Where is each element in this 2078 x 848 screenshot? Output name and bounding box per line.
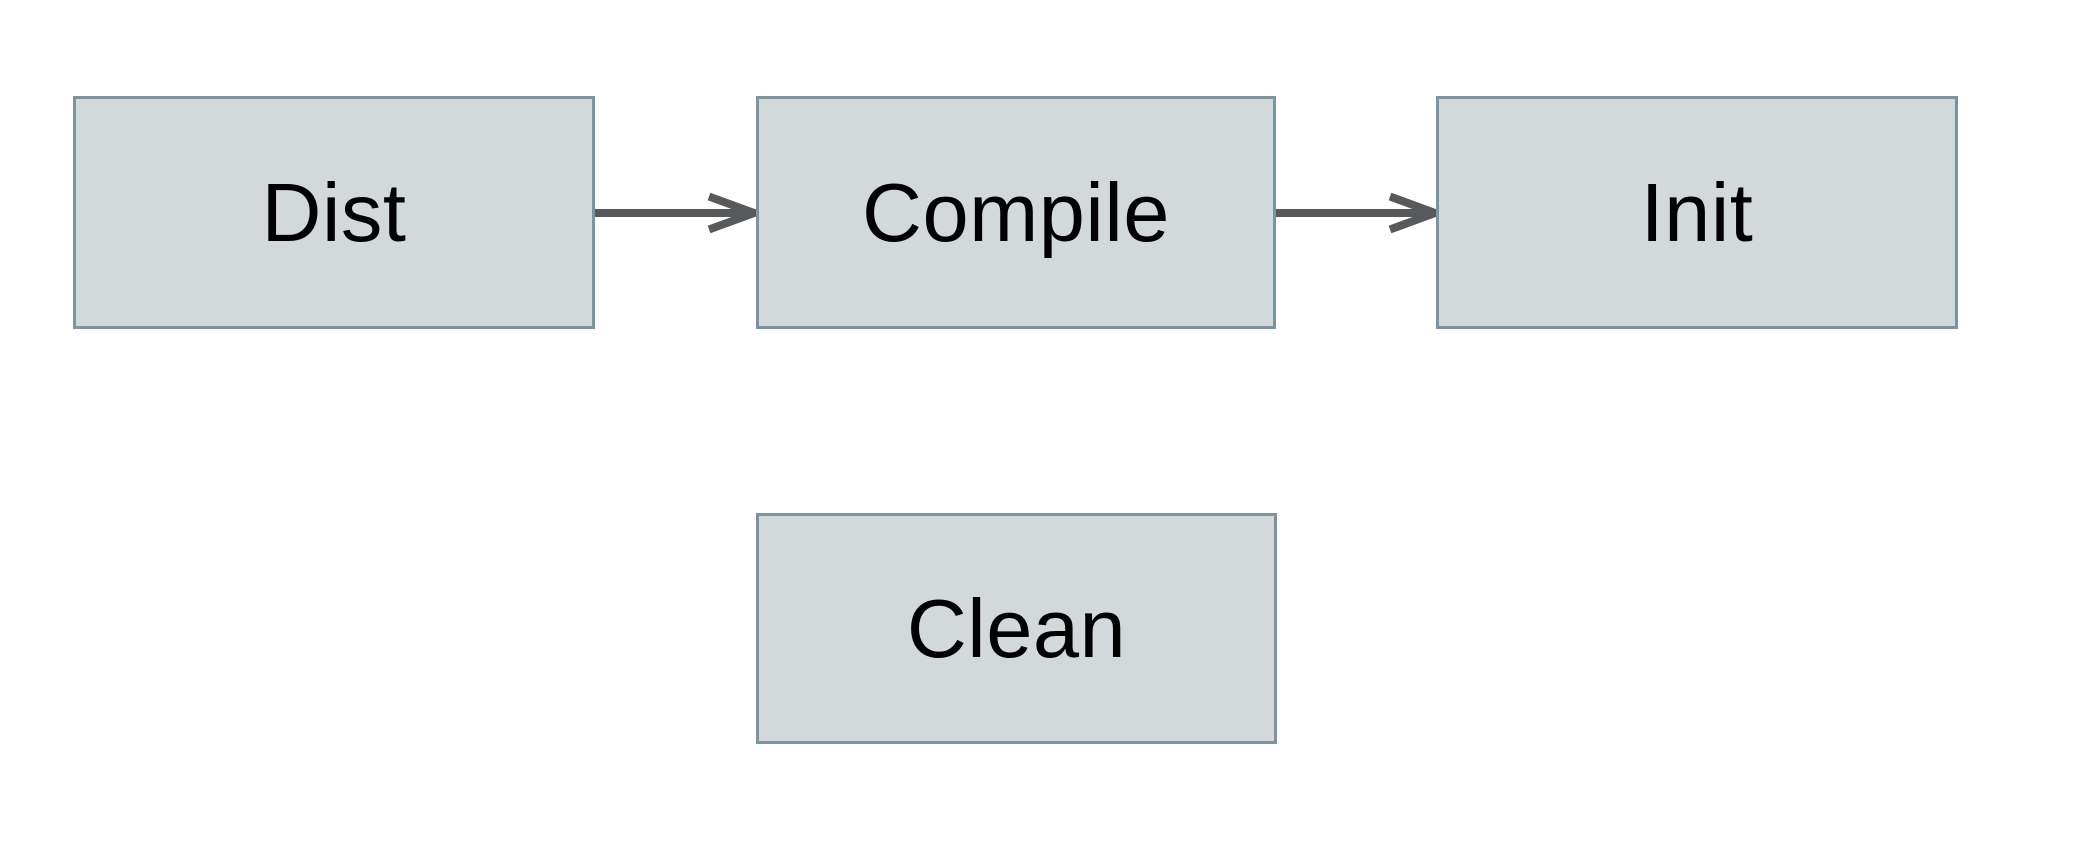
node-clean-label: Clean <box>906 582 1127 675</box>
node-init: Init <box>1436 96 1958 329</box>
node-compile: Compile <box>756 96 1276 329</box>
node-dist-label: Dist <box>261 166 407 259</box>
node-clean: Clean <box>756 513 1277 744</box>
node-init-label: Init <box>1640 166 1754 259</box>
node-compile-label: Compile <box>862 166 1170 259</box>
arrow-compile-to-init <box>1276 192 1447 234</box>
arrow-head <box>1388 192 1447 234</box>
arrow-dist-to-compile <box>595 192 766 234</box>
arrow-head <box>707 192 766 234</box>
node-dist: Dist <box>73 96 595 329</box>
